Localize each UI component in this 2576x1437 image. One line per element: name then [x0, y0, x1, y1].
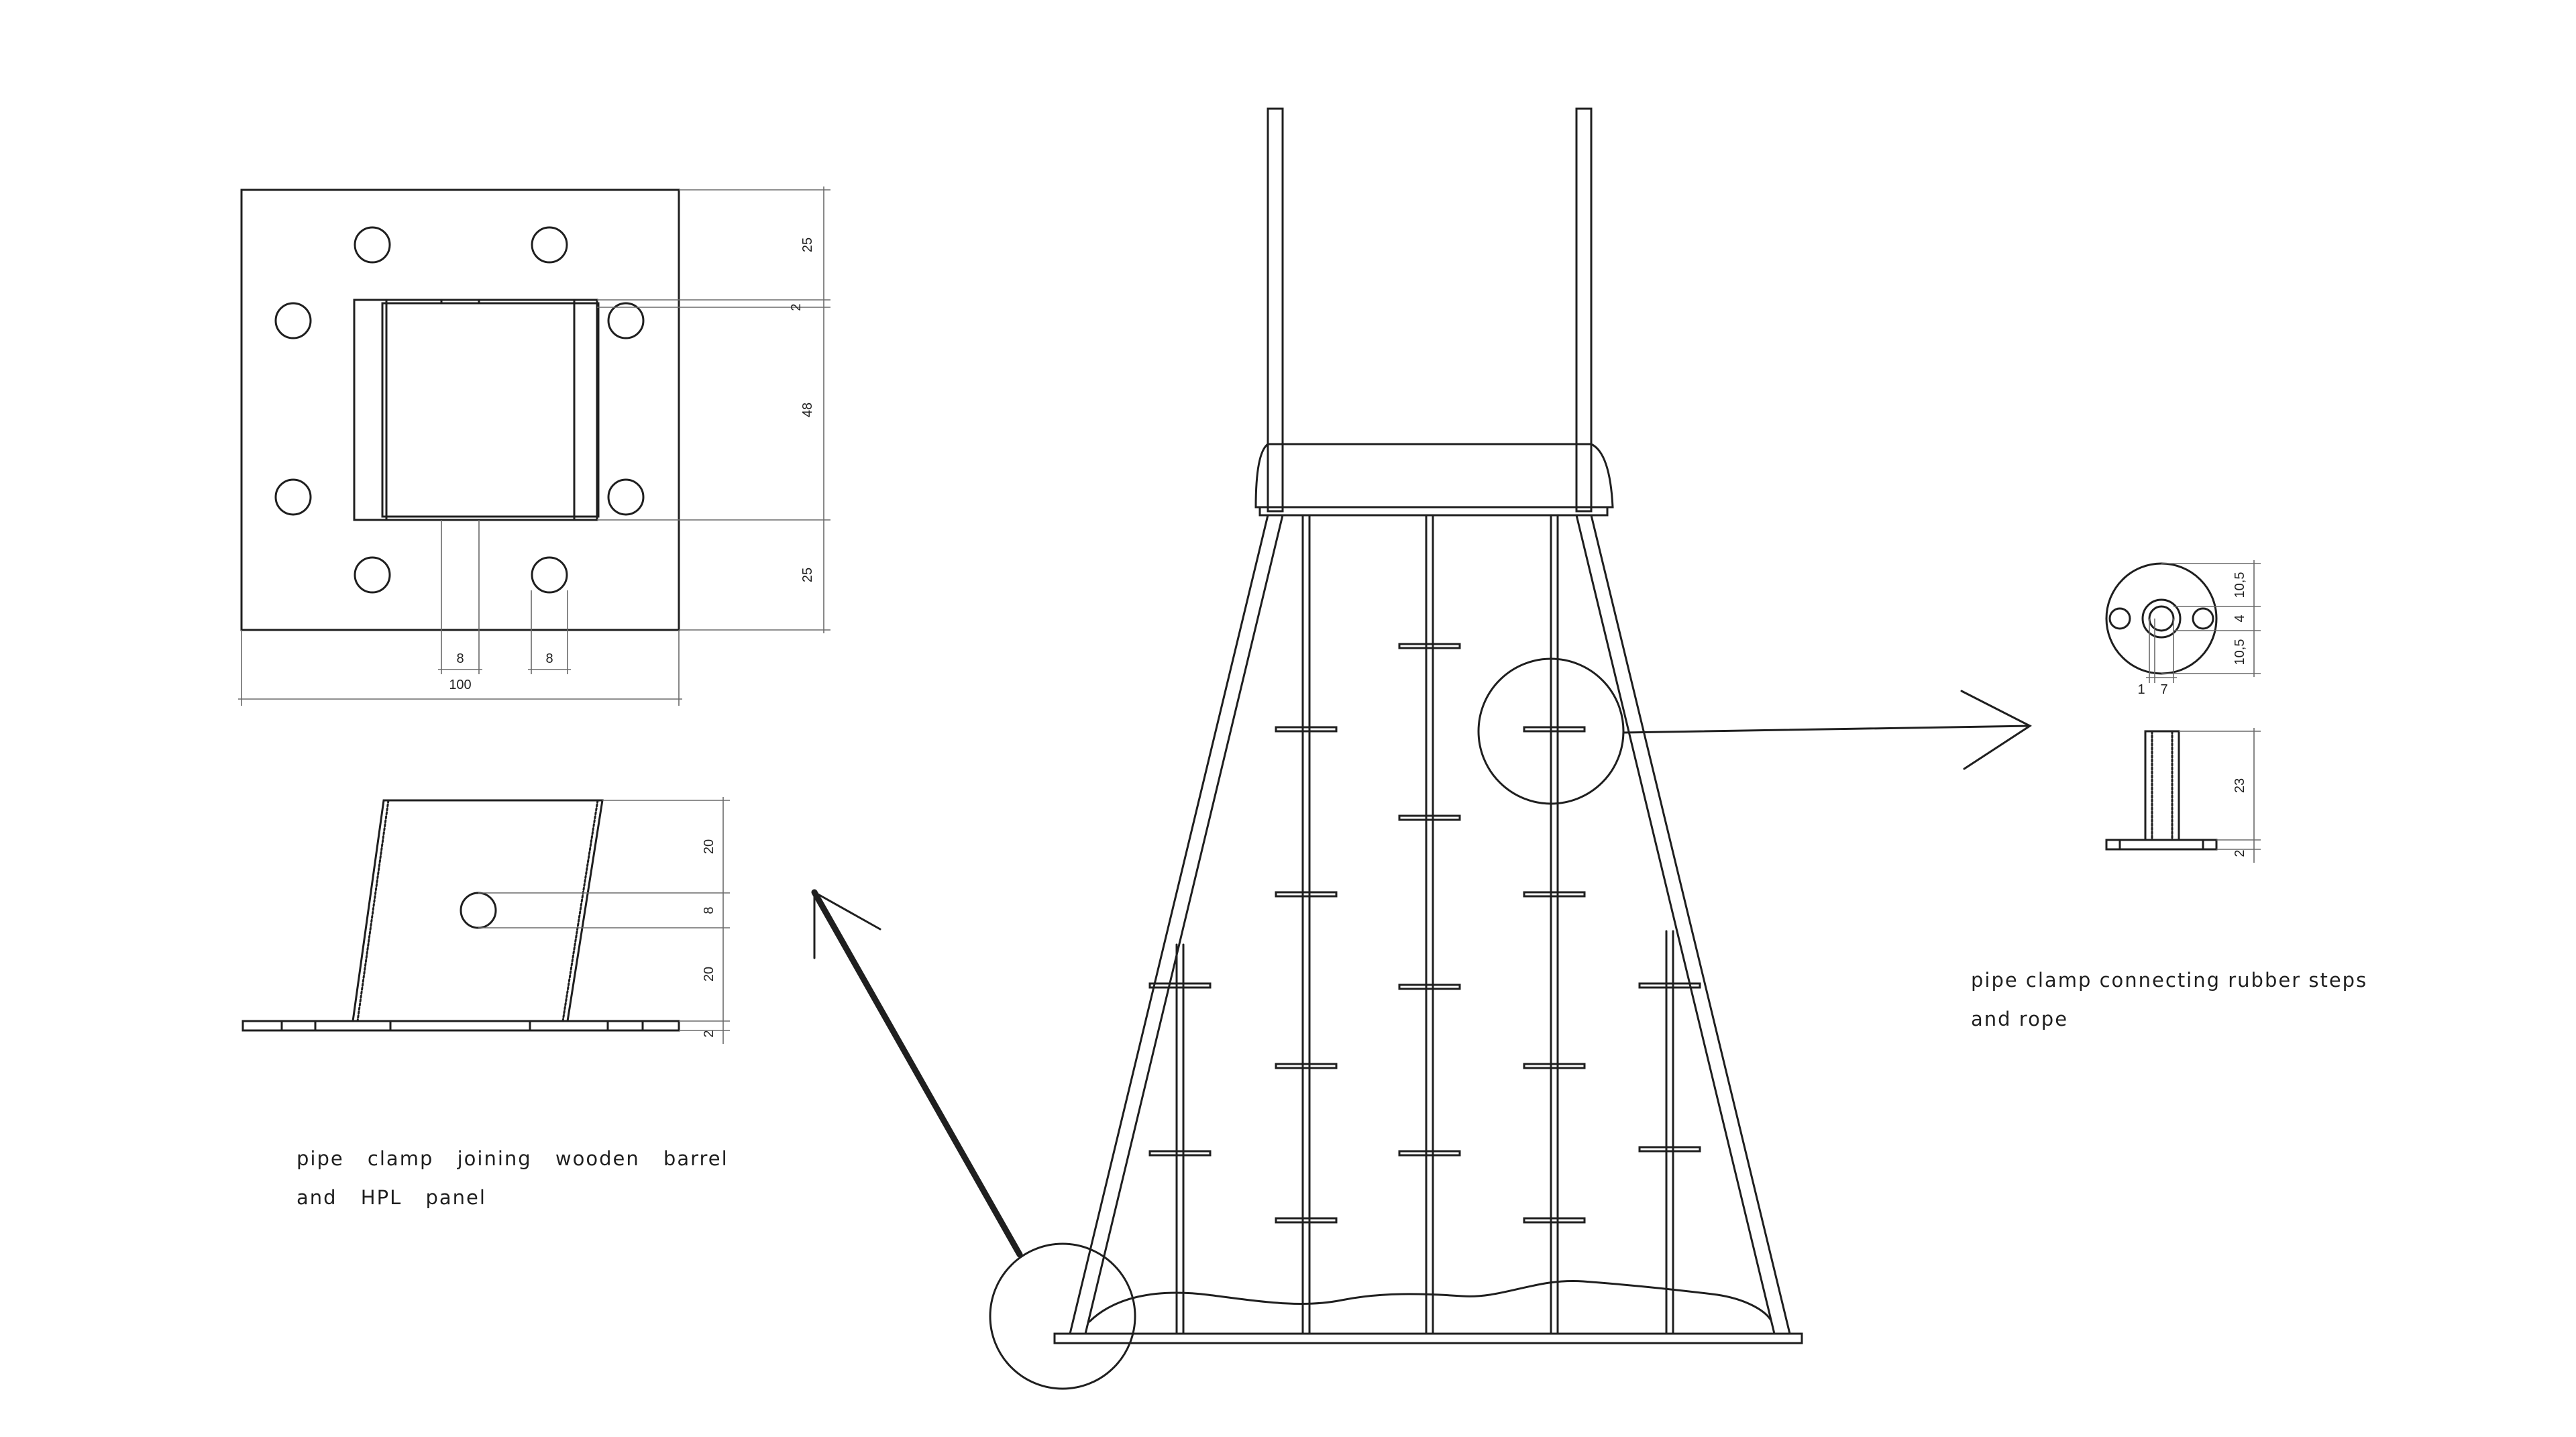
ground-base	[1053, 1332, 1803, 1344]
dim-disc-mid: 4	[2233, 615, 2247, 622]
caption-barrel-clamp-line2: and HPL panel	[297, 1186, 486, 1209]
dim-plate-wall: 2	[789, 303, 804, 311]
detail-circle-base	[989, 1242, 1136, 1390]
peg-elevation-view: 23 2	[2105, 728, 2261, 863]
dim-plate-bottom-margin: 25	[800, 568, 815, 582]
right-post	[1575, 107, 1593, 513]
dim-disc-a: 1	[2137, 682, 2145, 697]
peg-disc-top-view: 10,5 4 10,5 1 7	[2105, 560, 2261, 697]
callout-step-clamp	[1477, 657, 2032, 805]
dim-disc-top: 10,5	[2233, 572, 2247, 598]
dim-disc-bottom: 10,5	[2233, 639, 2247, 666]
dim-clamp-hole: 8	[702, 906, 716, 914]
vertical-rods	[1175, 514, 1674, 1335]
dim-plate-opening: 48	[800, 403, 815, 417]
caption-rope-clamp-line2: and rope	[1971, 1008, 2069, 1030]
caption-rope-clamp-line1: pipe clamp connecting rubber steps	[1971, 969, 2368, 992]
caption-barrel-clamp: pipe clamp joining wooden barrel and HPL …	[297, 1139, 729, 1217]
callout-base-clamp	[811, 889, 1136, 1390]
climbing-frame-elevation	[1053, 107, 1803, 1344]
dim-clamp-base: 2	[702, 1030, 716, 1037]
left-post	[1267, 107, 1284, 513]
dim-peg-height: 23	[2233, 778, 2247, 793]
arrow-left-head	[813, 890, 881, 959]
detail-circle-step	[1477, 657, 1625, 805]
dim-plate-width: 100	[449, 678, 471, 692]
dim-plate-bolt-a: 8	[456, 651, 464, 666]
rubber-steps	[1148, 643, 1701, 1224]
caption-rope-clamp: pipe clamp connecting rubber steps and ro…	[1971, 961, 2440, 1039]
dim-plate-bolt-b: 8	[545, 651, 553, 666]
dim-clamp-bottom: 20	[702, 967, 716, 981]
arrow-right-head	[1960, 690, 2032, 770]
clamp-elevation-view: 20 8 20 2	[241, 797, 730, 1044]
dim-peg-base: 2	[2233, 849, 2247, 857]
rope-line	[1088, 1279, 1772, 1323]
dim-clamp-top: 20	[702, 839, 716, 854]
right-leg	[1575, 514, 1776, 1335]
base-plate-plan-view: 25 2 48 25 8 8 100	[238, 187, 830, 706]
left-leg	[1069, 514, 1269, 1335]
dim-disc-b: 7	[2160, 682, 2167, 697]
bolt-holes	[274, 226, 645, 594]
dim-plate-top-margin: 25	[800, 237, 815, 252]
caption-barrel-clamp-line1: pipe clamp joining wooden barrel	[297, 1147, 729, 1170]
top-platform	[1254, 443, 1614, 509]
